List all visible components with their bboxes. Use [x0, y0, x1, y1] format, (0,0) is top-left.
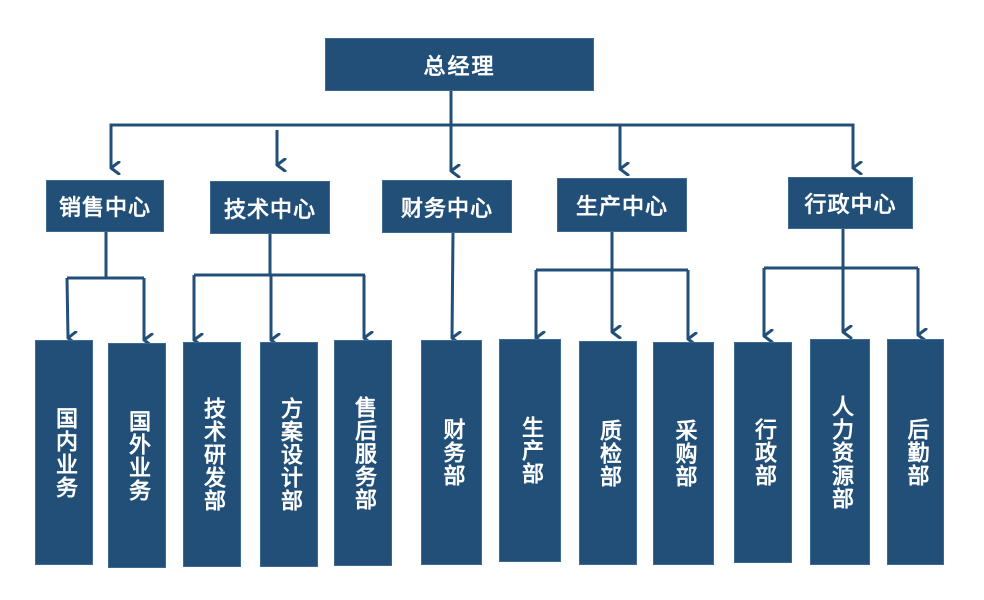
dept-node-label: 国内业务 — [52, 406, 77, 499]
dept-node-overseas-business[interactable]: 国外业务 — [108, 343, 166, 568]
center-node-label: 技术中心 — [223, 197, 316, 223]
dept-node-solution-design[interactable]: 方案设计部 — [260, 342, 318, 567]
dept-node-label: 生产部 — [518, 416, 543, 485]
center-node-technology[interactable]: 技术中心 — [210, 181, 330, 234]
dept-node-label: 采购部 — [671, 419, 697, 488]
dept-node-quality-control[interactable]: 质检部 — [579, 341, 637, 565]
dept-node-label: 技术研发部 — [200, 397, 225, 512]
dept-node-label: 后勤部 — [903, 417, 929, 487]
dept-node-label: 售后服务部 — [351, 395, 376, 511]
dept-node-purchasing[interactable]: 采购部 — [653, 342, 714, 565]
root-node-label: 总经理 — [423, 54, 496, 80]
connector-arrow-finance-dept — [452, 232, 453, 338]
center-node-finance[interactable]: 财务中心 — [382, 180, 512, 233]
dept-node-rnd[interactable]: 技术研发部 — [183, 342, 241, 567]
dept-node-label: 国外业务 — [125, 409, 150, 502]
connector-top-bus — [109, 123, 853, 168]
dept-node-production[interactable]: 生产部 — [499, 339, 561, 562]
center-node-administration[interactable]: 行政中心 — [788, 177, 913, 229]
dept-node-human-resources[interactable]: 人力资源部 — [810, 339, 870, 565]
center-node-label: 生产中心 — [575, 195, 668, 220]
dept-node-after-sales[interactable]: 售后服务部 — [334, 340, 392, 566]
dept-node-administration[interactable]: 行政部 — [734, 342, 792, 563]
dept-node-logistics[interactable]: 后勤部 — [887, 339, 944, 565]
center-node-label: 行政中心 — [804, 193, 897, 218]
center-node-label: 销售中心 — [58, 196, 151, 221]
dept-node-label: 人力资源部 — [828, 394, 853, 510]
dept-node-label: 财务部 — [439, 418, 465, 487]
center-node-sales[interactable]: 销售中心 — [46, 180, 164, 232]
center-node-production[interactable]: 生产中心 — [557, 178, 687, 232]
dept-node-label: 行政部 — [751, 418, 776, 487]
center-node-label: 财务中心 — [400, 196, 493, 222]
dept-node-domestic-business[interactable]: 国内业务 — [35, 340, 93, 565]
root-node-general-manager[interactable]: 总经理 — [325, 38, 594, 91]
dept-node-finance[interactable]: 财务部 — [421, 340, 482, 565]
connector-arrow-domestic — [65, 277, 68, 338]
dept-node-label: 质检部 — [596, 418, 621, 488]
dept-node-label: 方案设计部 — [277, 397, 302, 512]
